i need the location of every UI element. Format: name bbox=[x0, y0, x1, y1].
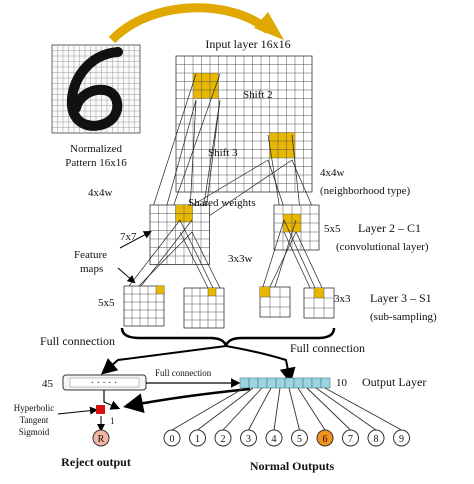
output-count-label: 10 bbox=[336, 377, 348, 389]
digit-label-9: 9 bbox=[399, 434, 404, 445]
gold-curved-arrow bbox=[108, 3, 271, 44]
subsampling-lines bbox=[125, 219, 325, 296]
kernel-right-label: 4x4w bbox=[320, 167, 345, 179]
digit-node-6 bbox=[316, 429, 334, 447]
digit-label-4: 4 bbox=[272, 434, 277, 445]
full-connection-left-label: Full connection bbox=[40, 334, 115, 348]
map-5x5-right-label: 5x5 bbox=[324, 223, 341, 235]
shared-weights-label: Shared weights bbox=[188, 197, 256, 209]
layer3-feature-maps bbox=[123, 285, 335, 329]
digit-node-2 bbox=[214, 429, 232, 447]
sigmoid-neuron bbox=[96, 405, 105, 414]
hidden-count-label: 45 bbox=[42, 378, 54, 390]
kernel-3x3w-label: 3x3w bbox=[228, 253, 253, 265]
digit-label-0: 0 bbox=[170, 434, 175, 445]
input-layer-grid bbox=[175, 55, 313, 193]
digit-label-2: 2 bbox=[221, 434, 226, 445]
digit-six-stroke bbox=[66, 47, 123, 131]
digit-node-1 bbox=[189, 429, 206, 447]
subsampling-label: (sub-sampling) bbox=[370, 311, 437, 323]
hyperbolic-label: Hyperbolic bbox=[14, 403, 55, 413]
feature-maps-arrows bbox=[117, 231, 152, 284]
digit-label-1: 1 bbox=[195, 434, 200, 445]
layer2-label: Layer 2 – C1 bbox=[358, 221, 421, 235]
layer2-feature-map-right bbox=[273, 204, 320, 251]
full-connection-mid-label: Full connection bbox=[155, 368, 212, 378]
shift3-label: Shift 3 bbox=[208, 147, 238, 159]
digit-node-9 bbox=[393, 429, 410, 447]
pattern-label: Pattern 16x16 bbox=[65, 157, 127, 169]
digit-label-6: 6 bbox=[323, 434, 328, 445]
digit-node-7 bbox=[342, 429, 359, 447]
digit-label-7: 7 bbox=[348, 434, 353, 445]
normalized-label: Normalized bbox=[70, 143, 122, 155]
normalized-pattern-image bbox=[51, 44, 141, 134]
layer3-label: Layer 3 – S1 bbox=[370, 291, 432, 305]
digit-labels: 0 1 2 3 4 5 6 7 8 9 bbox=[170, 434, 405, 445]
digit-node-0 bbox=[163, 429, 181, 447]
shift2-label: Shift 2 bbox=[243, 89, 273, 101]
digit-label-3: 3 bbox=[246, 434, 251, 445]
sigmoid-label: Sigmoid bbox=[19, 427, 50, 437]
normal-outputs-label: Normal Outputs bbox=[250, 459, 335, 473]
output-layer-label: Output Layer bbox=[362, 375, 426, 389]
reject-output-label: Reject output bbox=[61, 455, 131, 469]
output-arrows bbox=[57, 378, 251, 432]
conv-layer-label: (convolutional layer) bbox=[336, 241, 429, 253]
digit-node-4 bbox=[265, 429, 283, 447]
digit-label-8: 8 bbox=[374, 434, 379, 445]
output-fan-lines bbox=[171, 387, 402, 431]
layer2-feature-map-left bbox=[149, 204, 210, 265]
gold-arrow-head bbox=[254, 12, 284, 40]
map-3x3-label: 3x3 bbox=[334, 293, 351, 305]
digit-node-3 bbox=[240, 429, 257, 447]
full-connection-right-label: Full connection bbox=[290, 341, 365, 355]
feature-label: Feature bbox=[74, 249, 107, 261]
map-7x7-label: 7x7 bbox=[120, 231, 137, 243]
reject-index-label: 1 bbox=[110, 416, 115, 426]
digit-node-8 bbox=[367, 429, 385, 447]
map-5x5-left-label: 5x5 bbox=[98, 297, 115, 309]
digit-label-5: 5 bbox=[297, 434, 302, 445]
tangent-label: Tangent bbox=[20, 415, 49, 425]
svg-text:· · · · ·: · · · · · bbox=[91, 378, 118, 389]
digit-output-nodes bbox=[163, 429, 410, 447]
digit-node-5 bbox=[291, 429, 308, 447]
full-connection-arrows bbox=[100, 345, 296, 384]
reject-symbol: R bbox=[98, 434, 105, 445]
kernel-left-label: 4x4w bbox=[88, 187, 113, 199]
reject-node bbox=[92, 429, 110, 447]
maps-label: maps bbox=[80, 263, 103, 275]
neighborhood-label: (neighborhood type) bbox=[320, 185, 410, 197]
input-layer-label: Input layer 16x16 bbox=[205, 37, 290, 51]
